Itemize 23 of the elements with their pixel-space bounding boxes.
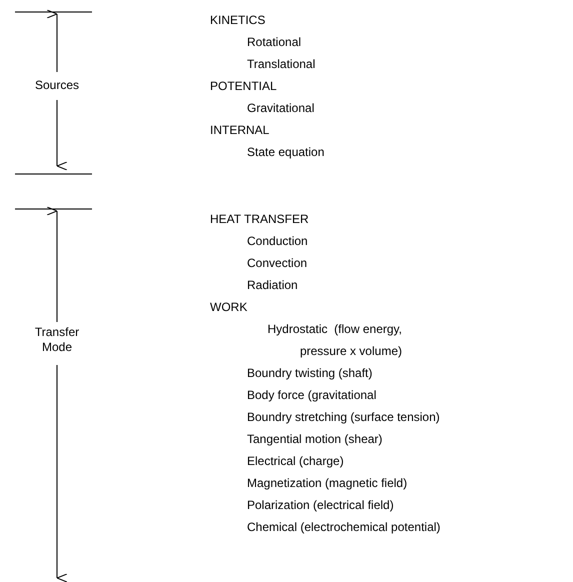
category-heading: POTENTIAL: [210, 78, 277, 94]
list-item: Body force (gravitational: [247, 387, 376, 403]
list-item: Convection: [247, 255, 308, 271]
list-item: Hydrostatic (flow energy, pressure x volume): [266, 321, 402, 360]
list-item: Polarization (electrical field): [247, 497, 394, 513]
side-label: Transfer Mode: [34, 325, 80, 355]
category-heading: WORK: [210, 299, 248, 315]
list-item: Radiation: [247, 277, 298, 293]
list-item: Rotational: [247, 34, 302, 50]
list-item: Boundry twisting (shaft): [247, 365, 372, 381]
list-item: Gravitational: [247, 100, 314, 116]
category-heading: KINETICS: [210, 12, 266, 28]
list-item: Conduction: [247, 233, 308, 249]
list-item: Magnetization (magnetic field): [247, 475, 408, 491]
side-label: Sources: [34, 78, 80, 93]
list-item: State equation: [247, 144, 324, 160]
list-item: Electrical (charge): [247, 453, 344, 469]
list-item: Tangential motion (shear): [247, 431, 382, 447]
category-heading: INTERNAL: [210, 122, 270, 138]
list-item: Boundry stretching (surface tension): [247, 409, 440, 425]
category-heading: HEAT TRANSFER: [210, 211, 309, 227]
list-item: Translational: [247, 56, 316, 72]
list-item: Chemical (electrochemical potential): [247, 519, 440, 535]
